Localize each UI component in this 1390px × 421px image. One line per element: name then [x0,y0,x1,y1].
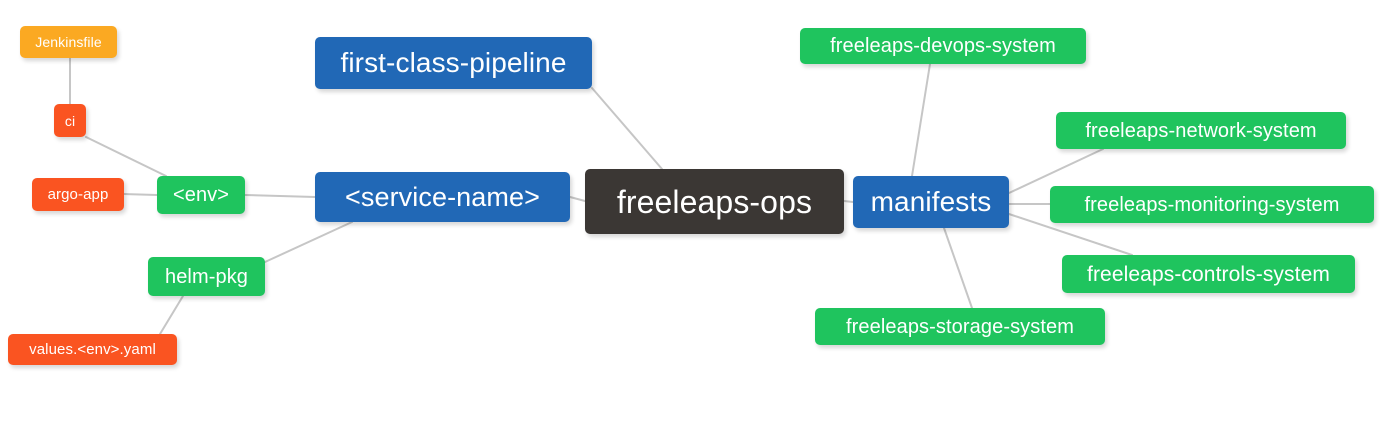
edge-helm-pkg-to-values-yaml [159,295,184,335]
edge-manifests-to-freeleaps-storage-system [943,227,973,309]
edge-freeleaps-ops-to-service-name [569,196,586,202]
node-freeleaps-devops-system[interactable]: freeleaps-devops-system [800,28,1086,64]
node-label-freeleaps-network-system: freeleaps-network-system [1085,119,1317,142]
node-label-first-class-pipeline: first-class-pipeline [340,47,567,78]
node-freeleaps-monitoring-system[interactable]: freeleaps-monitoring-system [1050,186,1374,223]
node-env[interactable]: <env> [157,176,245,214]
edge-env-to-ci [85,136,167,177]
node-jenkinsfile[interactable]: Jenkinsfile [20,26,117,58]
node-service-name[interactable]: <service-name> [315,172,570,222]
node-label-values-yaml: values.<env>.yaml [29,341,156,358]
node-freeleaps-storage-system[interactable]: freeleaps-storage-system [815,308,1105,345]
node-argo-app[interactable]: argo-app [32,178,124,211]
node-first-class-pipeline[interactable]: first-class-pipeline [315,37,592,89]
node-label-argo-app: argo-app [47,186,109,203]
node-label-freeleaps-storage-system: freeleaps-storage-system [845,315,1075,338]
node-helm-pkg[interactable]: helm-pkg [148,257,265,296]
node-label-freeleaps-devops-system: freeleaps-devops-system [830,35,1056,57]
node-values-yaml[interactable]: values.<env>.yaml [8,334,177,365]
node-freeleaps-network-system[interactable]: freeleaps-network-system [1056,112,1346,149]
node-label-freeleaps-ops: freeleaps-ops [616,183,813,220]
node-label-manifests: manifests [870,186,992,217]
node-label-ci: ci [64,112,76,129]
node-freeleaps-ops[interactable]: freeleaps-ops [585,169,844,234]
node-label-service-name: <service-name> [345,181,540,212]
edge-env-to-argo-app [123,193,158,196]
node-label-jenkinsfile: Jenkinsfile [35,34,102,50]
node-manifests[interactable]: manifests [853,176,1009,228]
node-ci[interactable]: ci [54,104,86,137]
node-freeleaps-controls-system[interactable]: freeleaps-controls-system [1062,255,1355,293]
edge-manifests-to-freeleaps-devops-system [911,63,931,177]
edge-freeleaps-ops-to-first-class-pipeline [591,87,663,170]
node-label-helm-pkg: helm-pkg [164,265,249,288]
edge-freeleaps-ops-to-manifests [843,200,854,203]
edge-service-name-to-env [244,194,316,198]
node-label-freeleaps-controls-system: freeleaps-controls-system [1087,262,1330,286]
node-label-env: <env> [172,184,230,206]
node-label-freeleaps-monitoring-system: freeleaps-monitoring-system [1084,193,1340,216]
edge-service-name-to-helm-pkg [264,221,353,263]
